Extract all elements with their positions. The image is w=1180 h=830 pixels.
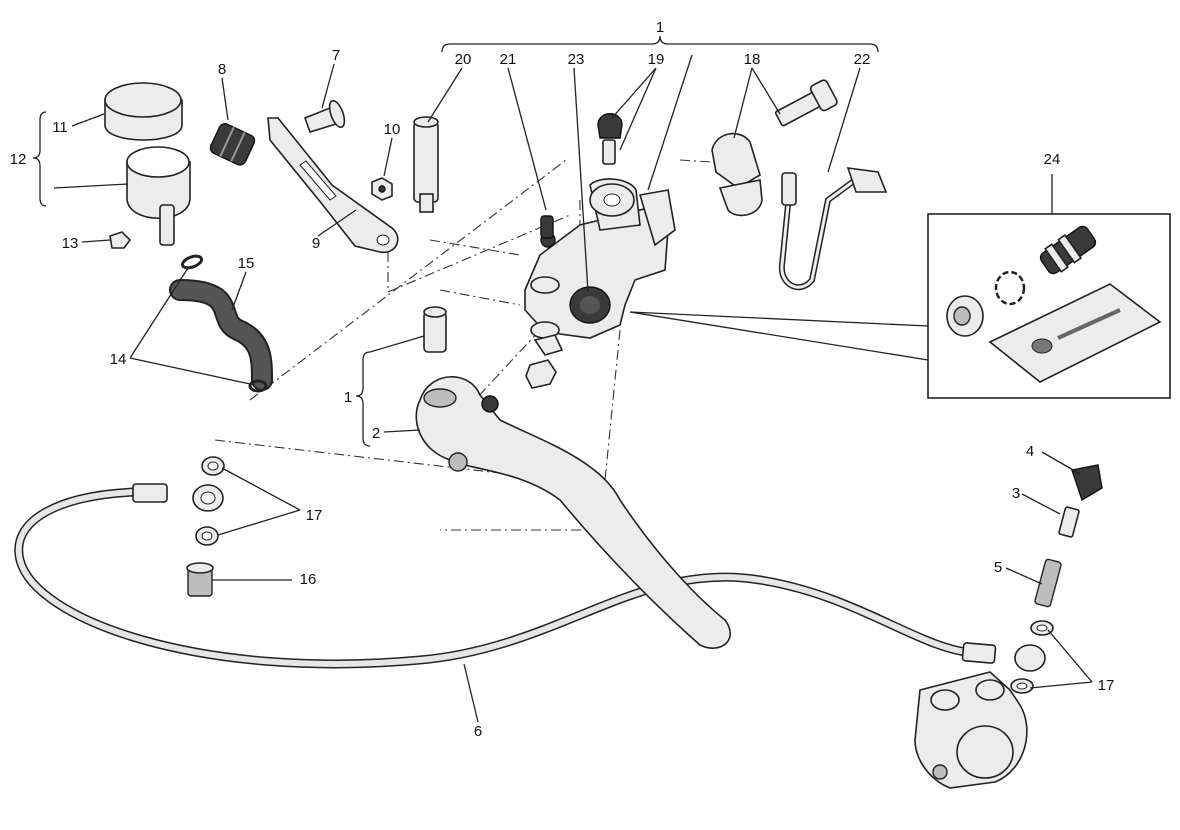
leader-lines bbox=[53, 54, 1093, 723]
callout-6: 6 bbox=[474, 723, 482, 740]
callout-13: 13 bbox=[62, 235, 79, 252]
callout-5: 5 bbox=[994, 559, 1002, 576]
callout-3: 3 bbox=[1012, 485, 1020, 502]
bracket-1-top bbox=[441, 35, 879, 53]
bracket-1-left bbox=[355, 351, 371, 447]
assembly-lines bbox=[209, 139, 761, 531]
reservoir-parts bbox=[104, 79, 888, 393]
callout-23: 23 bbox=[568, 51, 585, 68]
slave-cylinder-parts bbox=[914, 464, 1103, 789]
callout-12: 12 bbox=[10, 151, 27, 168]
clutch-hose bbox=[14, 483, 997, 669]
banjo-fittings-left bbox=[186, 456, 225, 597]
callout-18: 18 bbox=[744, 51, 761, 68]
repair-kit-box bbox=[629, 174, 1171, 399]
callout-21: 21 bbox=[500, 51, 517, 68]
callout-14: 14 bbox=[110, 351, 127, 368]
callout-20: 20 bbox=[455, 51, 472, 68]
callout-2: 2 bbox=[372, 425, 380, 442]
clutch-lever bbox=[415, 306, 731, 649]
callout-7: 7 bbox=[332, 47, 340, 64]
callout-17-right: 17 bbox=[1098, 677, 1115, 694]
master-cylinder-body bbox=[524, 178, 676, 389]
bracket-12 bbox=[32, 111, 47, 207]
callout-10: 10 bbox=[384, 121, 401, 138]
callout-9: 9 bbox=[312, 235, 320, 252]
callout-11: 11 bbox=[52, 119, 68, 136]
callout-8: 8 bbox=[218, 61, 226, 78]
callout-1-left: 1 bbox=[344, 389, 352, 406]
callout-17-left: 17 bbox=[306, 507, 323, 524]
callout-24: 24 bbox=[1044, 151, 1061, 168]
callout-4: 4 bbox=[1026, 443, 1034, 460]
callout-1-top: 1 bbox=[656, 19, 664, 36]
callout-labels: 1 20 21 23 19 18 22 7 8 10 11 12 13 15 9… bbox=[10, 19, 1115, 740]
callout-22: 22 bbox=[854, 51, 871, 68]
callout-19: 19 bbox=[648, 51, 665, 68]
callout-15: 15 bbox=[238, 255, 255, 272]
callout-16: 16 bbox=[300, 571, 317, 588]
